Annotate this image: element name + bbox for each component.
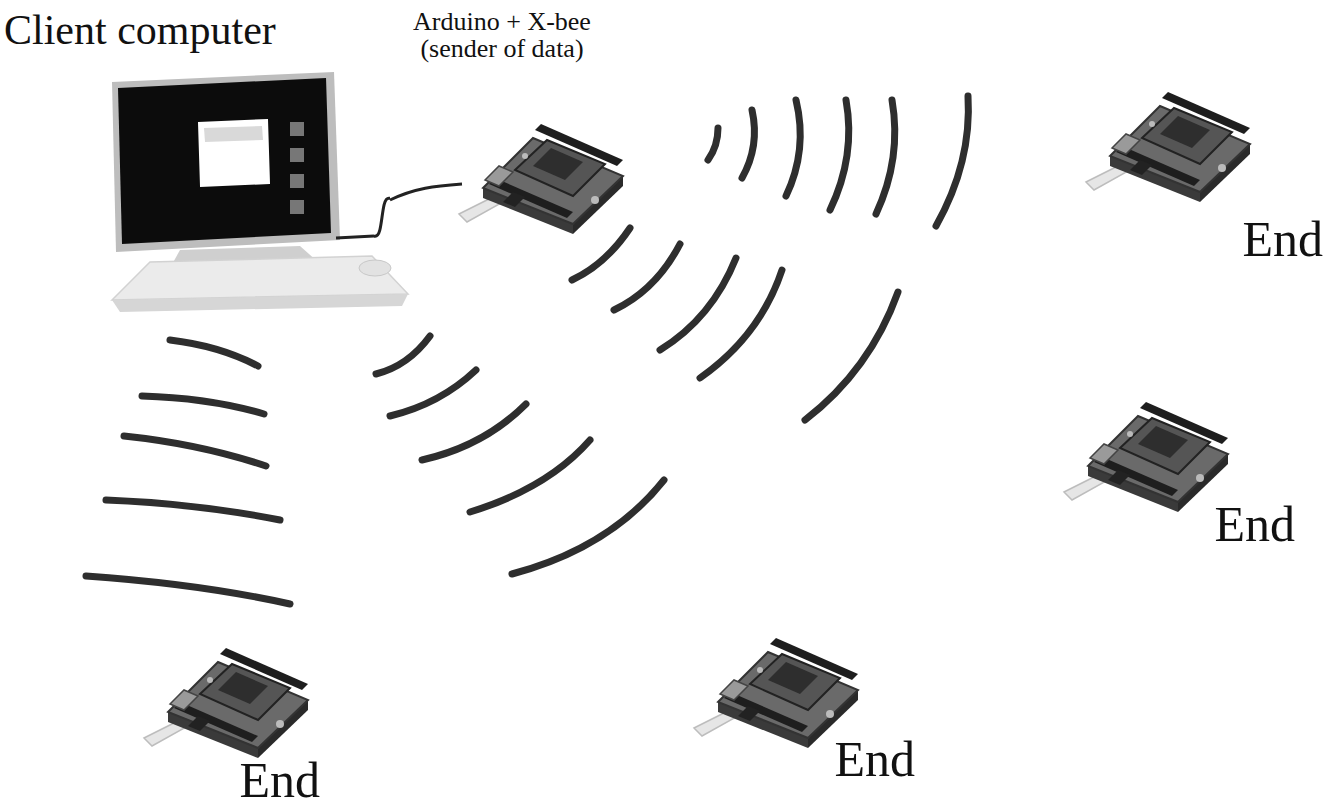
device-node: Arduino + X-bee (sender of data) [390,8,614,240]
device-label: Arduino + X-bee (sender of data) [392,8,612,63]
device-node: End [1075,70,1323,265]
device-label: Client computer [4,8,276,52]
device-node: Client computer [4,8,374,313]
device-label: End [239,754,320,807]
end-board [144,648,308,758]
end-board [1086,92,1250,202]
device-label: End [834,733,915,786]
device-node: End [685,620,915,785]
device-node: End [135,630,320,806]
radio-waves [86,96,968,604]
end-board [694,638,858,748]
computer-illustration [112,72,462,312]
device-label: End [1214,498,1295,551]
end-board [1064,402,1228,512]
sender-board [459,124,623,234]
cable-connector [374,198,390,236]
device-node: End [1050,380,1295,550]
device-label: End [1242,213,1323,266]
